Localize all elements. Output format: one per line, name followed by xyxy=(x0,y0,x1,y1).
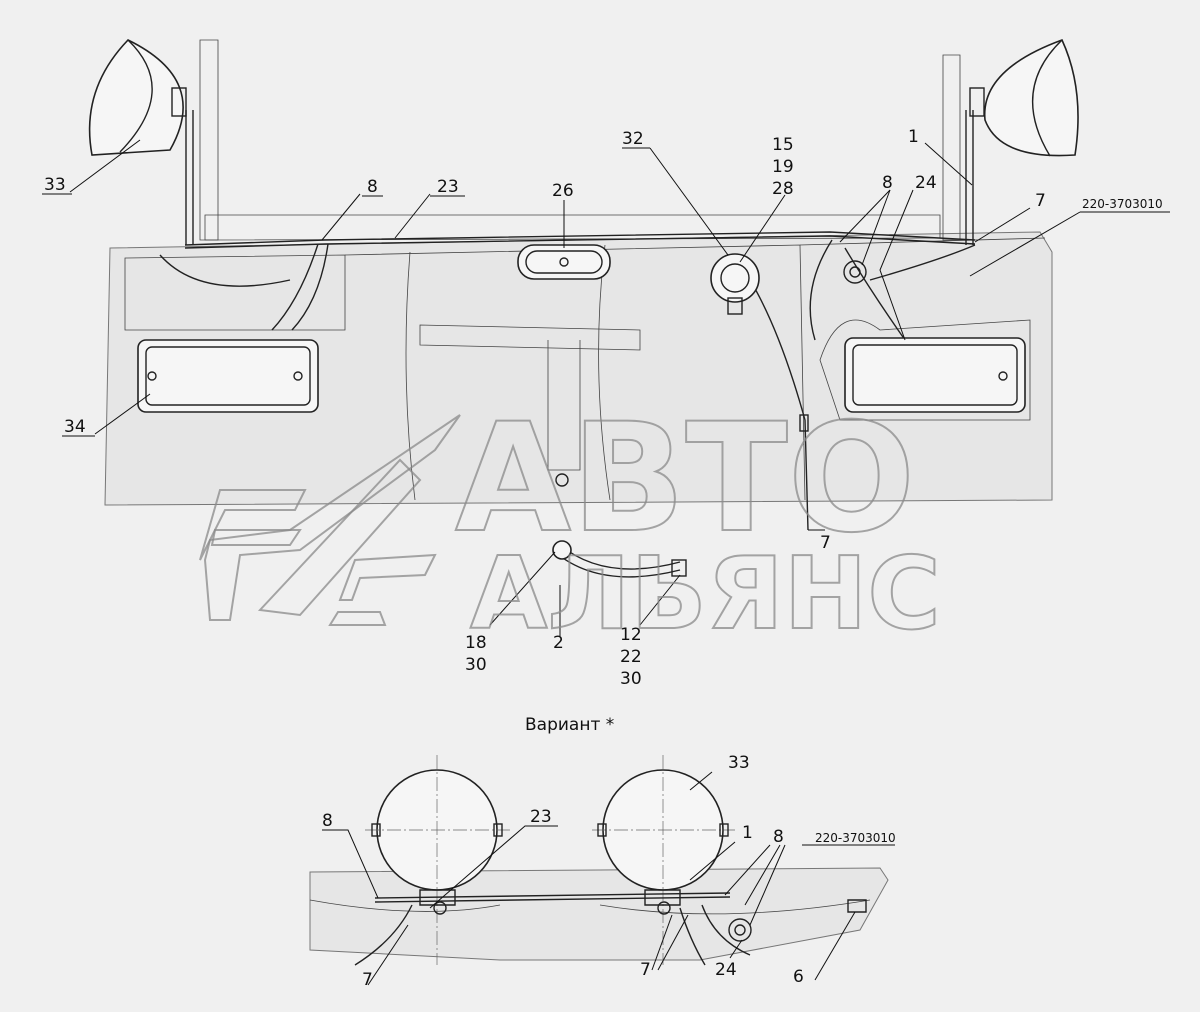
callout-22: 22 xyxy=(620,647,642,667)
callout-8-right: 8 xyxy=(882,173,893,193)
right-lamp-bracket xyxy=(942,38,1079,245)
callout-1: 1 xyxy=(908,127,919,147)
harness-23 xyxy=(184,231,976,246)
variant-callout-1: 1 xyxy=(742,823,753,843)
callout-8: 8 xyxy=(367,177,378,197)
part-code: 220-3703010 xyxy=(1082,197,1163,211)
callout-2: 2 xyxy=(553,633,564,653)
callout-19: 19 xyxy=(772,157,794,177)
variant-callout-6: 6 xyxy=(793,967,804,987)
left-lamp-bracket xyxy=(88,39,219,245)
left-rear-lamp xyxy=(137,339,319,413)
callout-7: 7 xyxy=(1035,191,1046,211)
variant-callout-7-left: 7 xyxy=(362,970,373,990)
plate-lamp xyxy=(517,244,611,280)
callout-30-right: 30 xyxy=(620,669,642,689)
callout-28: 28 xyxy=(772,179,794,199)
variant-callout-7-right: 7 xyxy=(640,960,651,980)
main-view: 33 8 23 26 32 15 19 28 8 24 1 7 220-3703… xyxy=(42,38,1170,689)
variant-caption: Вариант * xyxy=(525,715,614,735)
variant-view: 8 23 33 1 8 7 7 24 6 220-3703010 xyxy=(309,753,896,990)
variant-callout-33: 33 xyxy=(728,753,750,773)
variant-part-code: 220-3703010 xyxy=(815,831,896,845)
variant-callout-23: 23 xyxy=(530,807,552,827)
trailer-socket xyxy=(710,253,760,315)
watermark-logo xyxy=(199,414,461,626)
watermark: АВТО АЛЬЯНС xyxy=(199,391,942,653)
variant-callout-8: 8 xyxy=(322,811,333,831)
callout-18: 18 xyxy=(465,633,487,653)
callout-33: 33 xyxy=(44,175,66,195)
callout-34: 34 xyxy=(64,417,86,437)
callout-12: 12 xyxy=(620,625,642,645)
callout-32: 32 xyxy=(622,129,644,149)
callout-24: 24 xyxy=(915,173,937,193)
callout-15: 15 xyxy=(772,135,794,155)
variant-callout-8-right: 8 xyxy=(773,827,784,847)
callout-26: 26 xyxy=(552,181,574,201)
watermark-line-1: АВТО xyxy=(455,392,915,566)
callout-30: 30 xyxy=(465,655,487,675)
right-rear-lamp xyxy=(844,337,1026,413)
callout-23: 23 xyxy=(437,177,459,197)
callout-7-lower: 7 xyxy=(820,533,831,553)
variant-callout-24: 24 xyxy=(715,960,737,980)
ground-strap xyxy=(554,551,681,578)
watermark-line-2: АЛЬЯНС xyxy=(470,535,941,652)
